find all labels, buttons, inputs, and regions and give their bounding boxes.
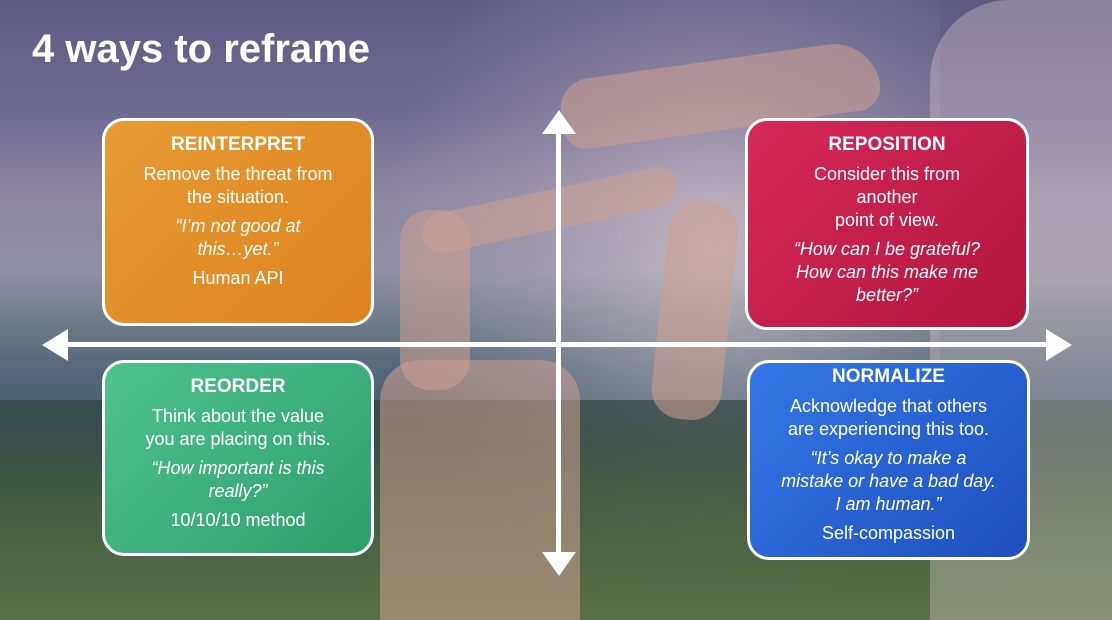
card-description: Consider this from another point of view… — [813, 164, 961, 230]
vertical-axis — [556, 126, 561, 558]
card-heading: REINTERPRET — [170, 134, 306, 155]
card-heading: REPOSITION — [828, 134, 946, 155]
arrow-right-icon — [1046, 329, 1072, 361]
card-quote: “I’m not good at this…yet.” — [175, 216, 301, 259]
card-tool: Human API — [192, 268, 284, 288]
arrow-up-icon — [542, 110, 576, 134]
normalize-card: NORMALIZE Acknowledge that others are ex… — [747, 360, 1030, 560]
card-tool: Self-compassion — [821, 523, 956, 543]
card-description: Remove the threat from the situation. — [143, 164, 333, 207]
card-heading: REORDER — [190, 376, 286, 397]
card-tool: 10/10/10 method — [170, 510, 306, 530]
reposition-card: REPOSITION Consider this from another po… — [745, 118, 1029, 330]
slide-title: 4 ways to reframe — [32, 27, 370, 71]
card-quote: “How important is this really?” — [151, 458, 325, 501]
card-quote: “It’s okay to make a mistake or have a b… — [781, 448, 996, 514]
reinterpret-card: REINTERPRET Remove the threat from the s… — [102, 118, 374, 326]
card-quote: “How can I be grateful? How can this mak… — [793, 239, 981, 305]
card-heading: NORMALIZE — [832, 366, 945, 387]
arrow-left-icon — [42, 329, 68, 361]
hand-shape — [380, 360, 580, 620]
card-description: Think about the value you are placing on… — [145, 406, 331, 449]
reorder-card: REORDER Think about the value you are pl… — [102, 360, 374, 556]
card-description: Acknowledge that others are experiencing… — [787, 396, 990, 439]
arrow-down-icon — [542, 552, 576, 576]
